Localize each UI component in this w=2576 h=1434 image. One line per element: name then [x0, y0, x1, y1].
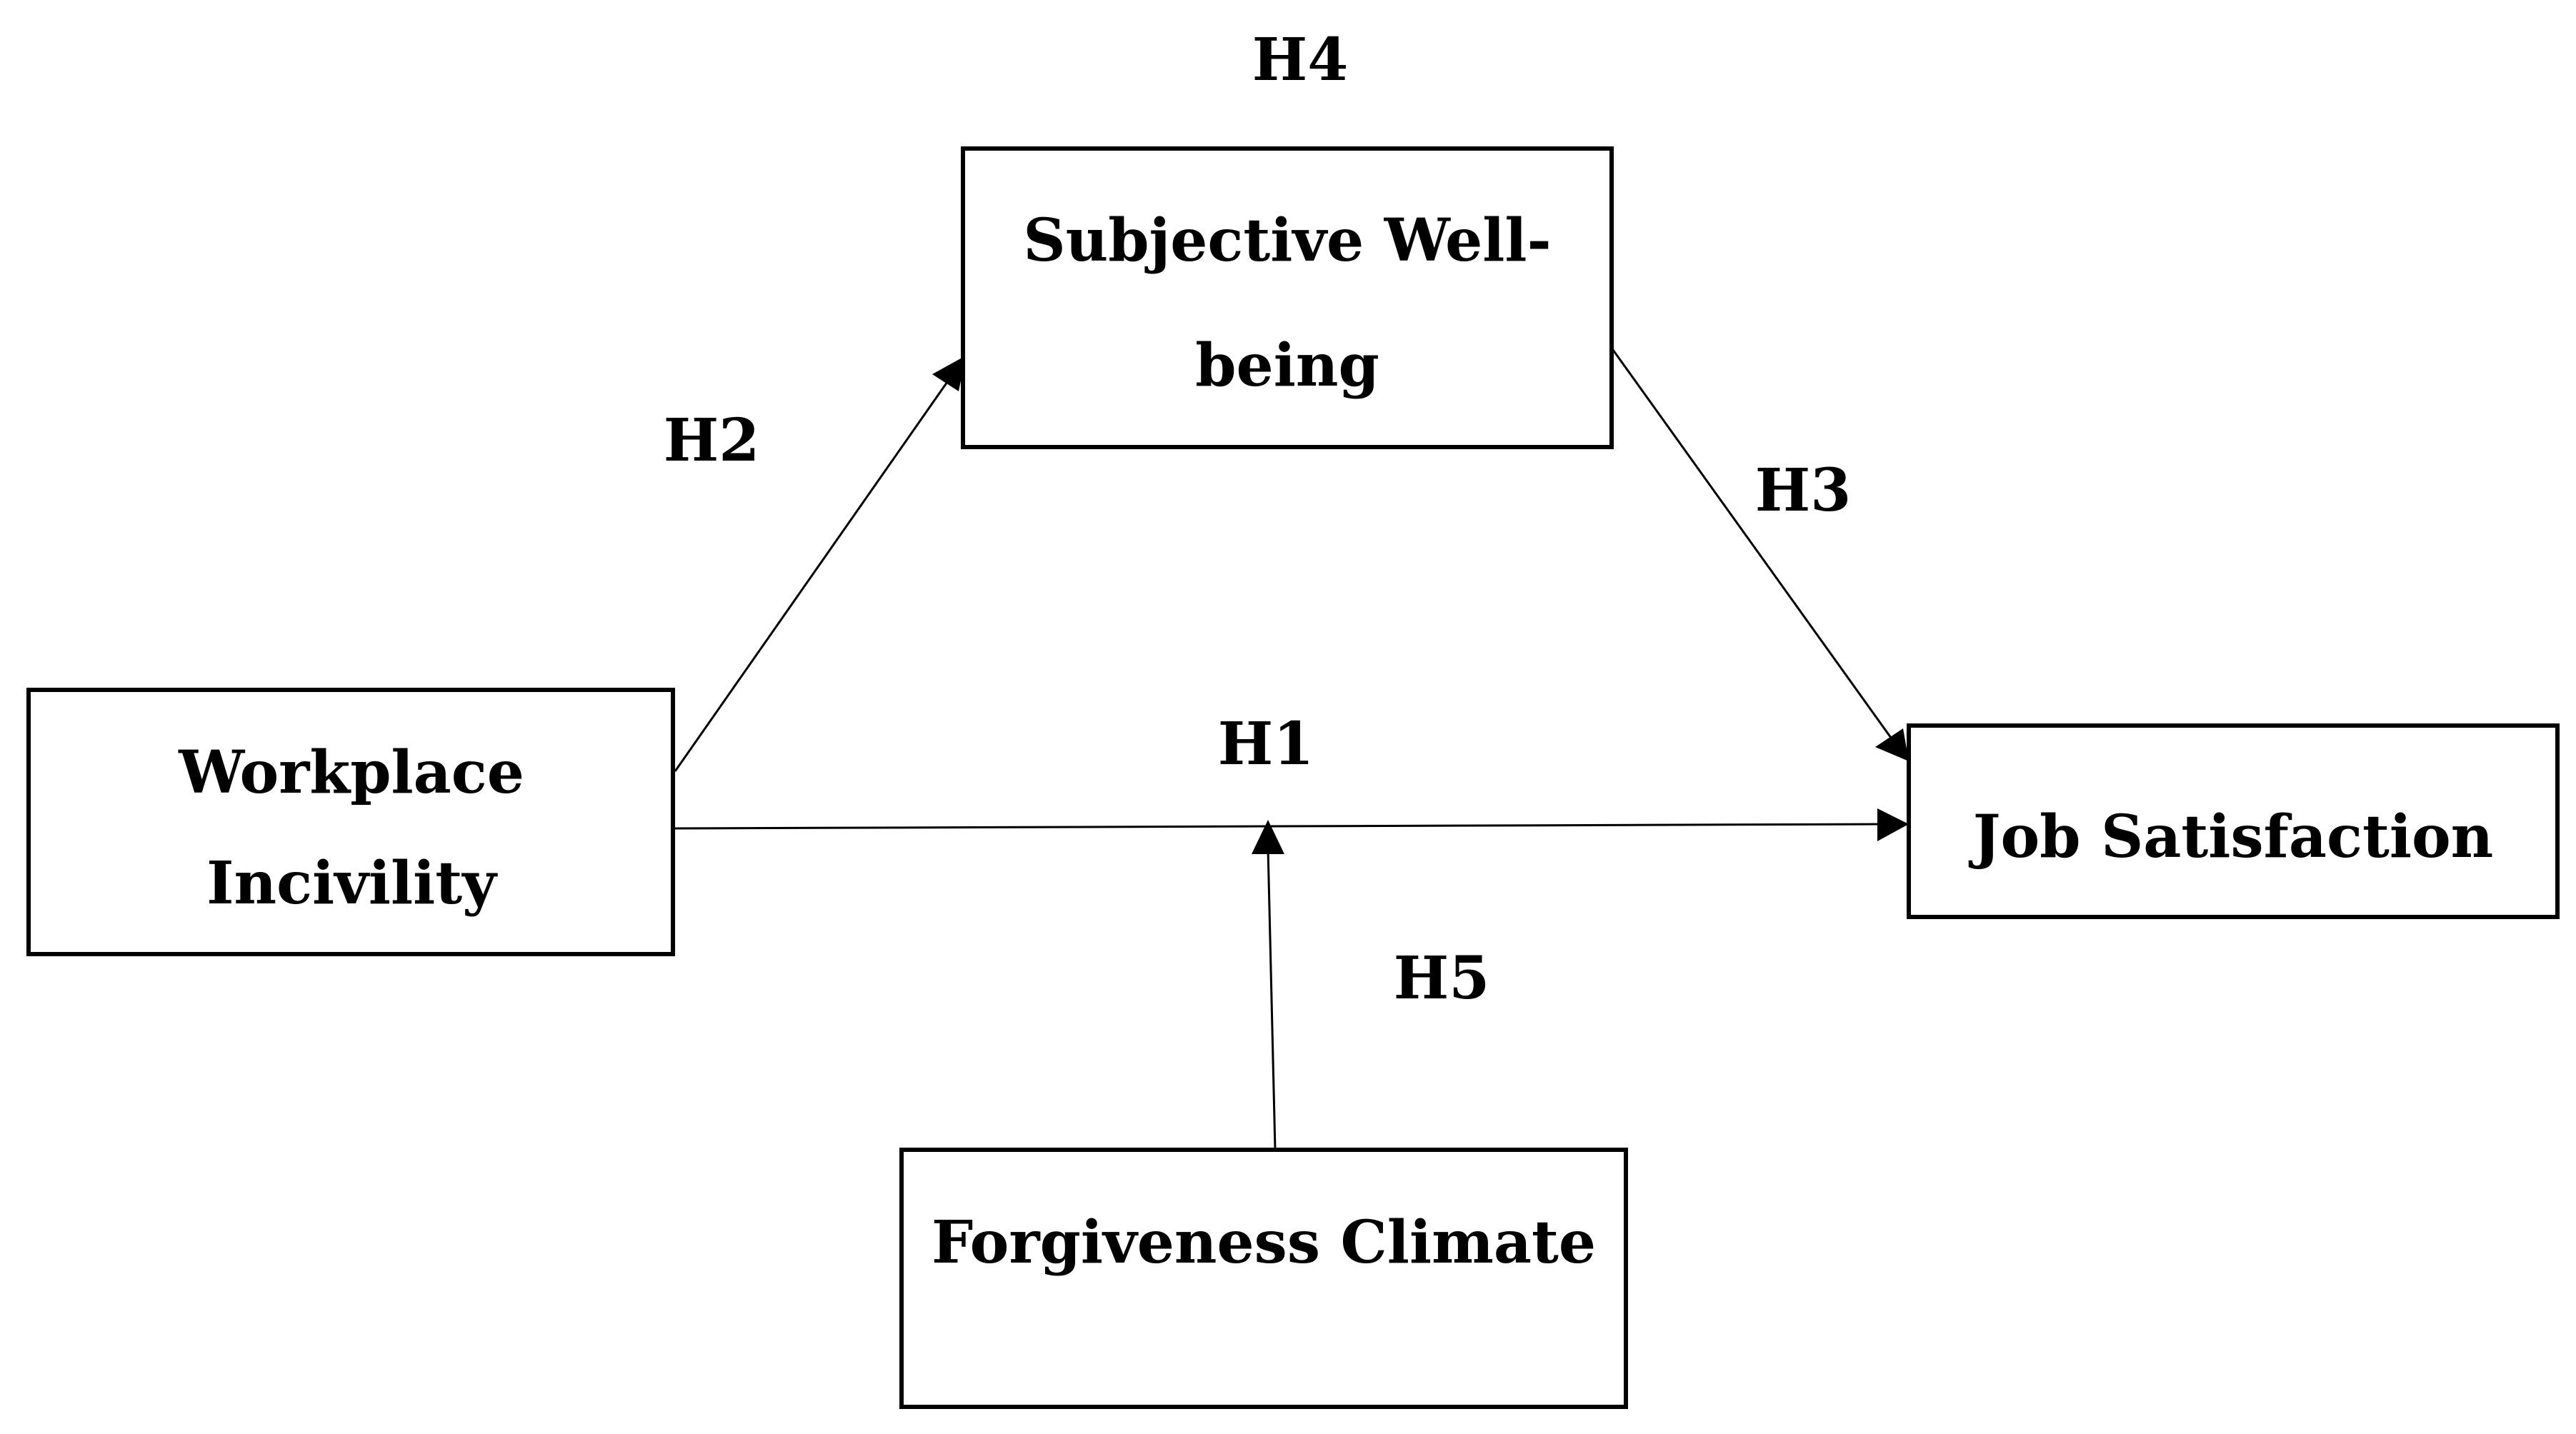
hypothesis-label-h3: H3: [1755, 456, 1852, 525]
node-job-satisfaction-label: Job Satisfaction: [1969, 803, 2494, 871]
node-subjective-wellbeing-line1: Subjective Well-: [1023, 206, 1551, 275]
hypothesis-label-h4: H4: [1252, 26, 1349, 94]
hypothesis-label-h1: H1: [1218, 710, 1314, 778]
node-subjective-wellbeing: Subjective Well- being: [961, 146, 1614, 449]
node-forgiveness-climate-box: [899, 1148, 1628, 1409]
node-workplace-incivility-line1: Workplace: [178, 738, 524, 807]
edge-h5-climate-to-h1-path: [1267, 848, 1277, 1150]
edge-h3-wellbeing-to-satisfaction: [1612, 349, 1896, 743]
node-workplace-incivility-box: [26, 688, 675, 956]
node-subjective-wellbeing-box: [961, 146, 1614, 449]
node-job-satisfaction-box: [1907, 723, 2560, 919]
node-job-satisfaction: Job Satisfaction: [1907, 723, 2560, 919]
arrowhead-h1-path: [1252, 820, 1284, 854]
hypothesis-label-h2: H2: [664, 406, 760, 475]
node-subjective-wellbeing-line2: being: [1195, 331, 1379, 400]
node-workplace-incivility: Workplace Incivility: [26, 688, 675, 956]
arrowhead-job-satisfaction-top: [1875, 728, 1909, 761]
edge-h2-incivility-to-wellbeing: [674, 372, 955, 772]
arrowhead-job-satisfaction-left: [1877, 808, 1909, 841]
arrowhead-wellbeing: [932, 356, 966, 391]
edge-h1-incivility-to-satisfaction: [674, 823, 1887, 830]
node-forgiveness-climate: Forgiveness Climate: [899, 1148, 1628, 1409]
node-forgiveness-climate-label: Forgiveness Climate: [932, 1208, 1596, 1277]
hypothesis-label-h5: H5: [1394, 944, 1490, 1013]
node-workplace-incivility-line2: Incivility: [206, 849, 498, 918]
